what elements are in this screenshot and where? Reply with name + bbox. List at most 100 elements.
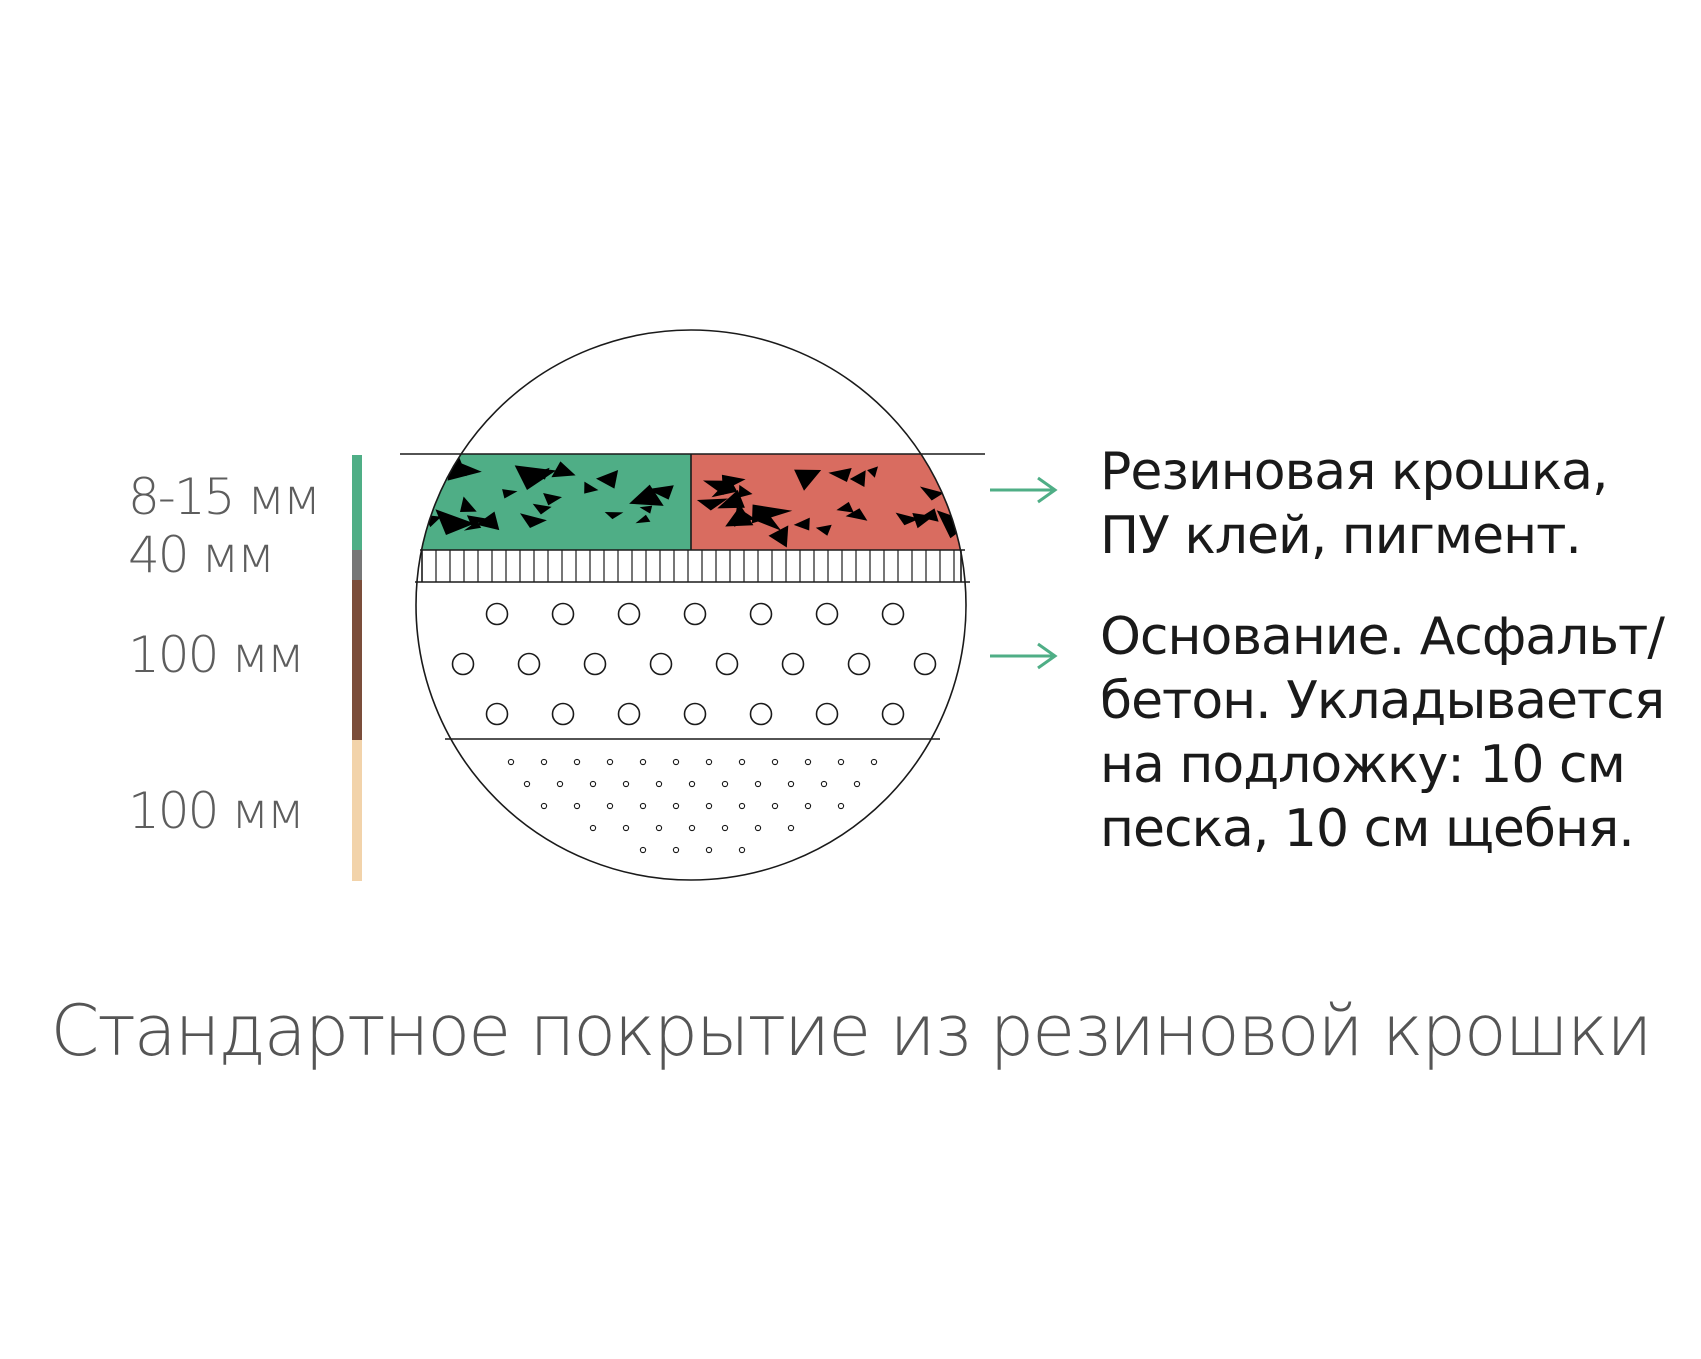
subbase-dot (754, 780, 762, 788)
subbase-dot (573, 758, 581, 766)
rubber-chip (920, 508, 939, 522)
thickness-bar-top (352, 455, 362, 550)
subbase-dot (787, 780, 795, 788)
rubber-chip (466, 515, 487, 527)
rubber-chip (647, 485, 674, 500)
subbase-dot (639, 758, 647, 766)
subbase-dot (738, 758, 746, 766)
thickness-label-subbase: 100 мм (128, 782, 305, 840)
rubber-chip (828, 468, 852, 482)
base-circle (913, 652, 937, 676)
base-circle (583, 652, 607, 676)
description-base-layer: Основание. Асфальт/ бетон. Укладывается … (1100, 605, 1665, 861)
subbase-dot (589, 824, 597, 832)
subbase-dot (622, 780, 630, 788)
thickness-label-top: 8-15 мм (128, 468, 321, 526)
subbase-dot (771, 802, 779, 810)
thickness-bar-binder (352, 550, 362, 580)
layer-borders (400, 329, 985, 881)
base-circle (683, 702, 707, 726)
rubber-chip (867, 466, 878, 478)
base-circle (749, 602, 773, 626)
base-circle (715, 652, 739, 676)
rubber-chip (416, 481, 426, 505)
subbase-dot (771, 758, 779, 766)
subbase-dot (589, 780, 597, 788)
rubber-chip (836, 501, 854, 513)
description-line: ПУ клей, пигмент. (1100, 506, 1582, 566)
rubber-chip (520, 513, 547, 528)
subbase-dot (837, 758, 845, 766)
subbase-dot (688, 780, 696, 788)
subbase-dot (804, 758, 812, 766)
rubber-chip (551, 461, 576, 478)
subbase-dot (721, 780, 729, 788)
subbase-dot (754, 824, 762, 832)
layer-base-circles (451, 602, 937, 726)
rubber-chip (596, 470, 619, 489)
subbase-dot (606, 802, 614, 810)
rubber-chip (717, 489, 745, 509)
rubber-chip (435, 509, 475, 535)
description-line: песка, 10 см щебня. (1100, 799, 1635, 859)
rubber-chip (738, 484, 753, 498)
rubber-chip (635, 514, 651, 524)
subbase-dot (655, 780, 663, 788)
rubber-chip (845, 508, 868, 521)
base-circle (517, 652, 541, 676)
subbase-dot (721, 824, 729, 832)
subbase-dot (738, 802, 746, 810)
subbase-dot (622, 824, 630, 832)
layers (416, 454, 966, 854)
base-circle (617, 602, 641, 626)
arrow-right-icon (990, 642, 1058, 670)
rubber-chip (755, 511, 782, 531)
base-circle (617, 702, 641, 726)
description-line: бетон. Укладывается (1100, 671, 1665, 731)
rubber-chip (768, 525, 789, 548)
base-circle (815, 702, 839, 726)
subbase-dot (787, 824, 795, 832)
description-line: Основание. Асфальт/ (1100, 607, 1665, 667)
subbase-dot (672, 846, 680, 854)
layer-binder-hatch (435, 550, 955, 582)
subbase-dot (870, 758, 878, 766)
rubber-chip (460, 496, 477, 512)
rubber-chip (734, 506, 755, 527)
subbase-dot (507, 758, 515, 766)
diagram-title: Стандартное покрытие из резиновой крошки (50, 990, 1652, 1072)
thickness-label-base: 100 мм (128, 626, 305, 684)
rubber-chip (895, 512, 920, 526)
thickness-bar-subbase (352, 740, 362, 881)
rubber-chip (514, 465, 557, 490)
rubber-chip (463, 521, 482, 531)
subbase-dot (639, 802, 647, 810)
rubber-chip (502, 489, 518, 499)
base-circle (815, 602, 839, 626)
rubber-chip (629, 484, 664, 506)
subbase-dot (705, 802, 713, 810)
subbase-dot (606, 758, 614, 766)
subbase-dot (655, 824, 663, 832)
subbase-dot (705, 758, 713, 766)
subbase-dot (804, 802, 812, 810)
rubber-chip (696, 498, 728, 511)
rubber-chip (639, 505, 653, 514)
base-circle (485, 702, 509, 726)
rubber-chip (815, 524, 832, 536)
base-circle (485, 602, 509, 626)
base-circle (881, 602, 905, 626)
rubber-chip (476, 511, 500, 531)
base-circle (847, 652, 871, 676)
thickness-label-binder: 40 мм (128, 526, 275, 584)
subbase-dot (540, 758, 548, 766)
rubber-chip (849, 470, 866, 487)
arrow-right-icon (990, 476, 1058, 504)
base-circle (649, 652, 673, 676)
subbase-dot (556, 780, 564, 788)
rubber-chip (543, 493, 562, 506)
rubber-chip (584, 481, 599, 494)
rubber-chip (532, 503, 552, 515)
subbase-dot (672, 802, 680, 810)
subbase-dot (837, 802, 845, 810)
